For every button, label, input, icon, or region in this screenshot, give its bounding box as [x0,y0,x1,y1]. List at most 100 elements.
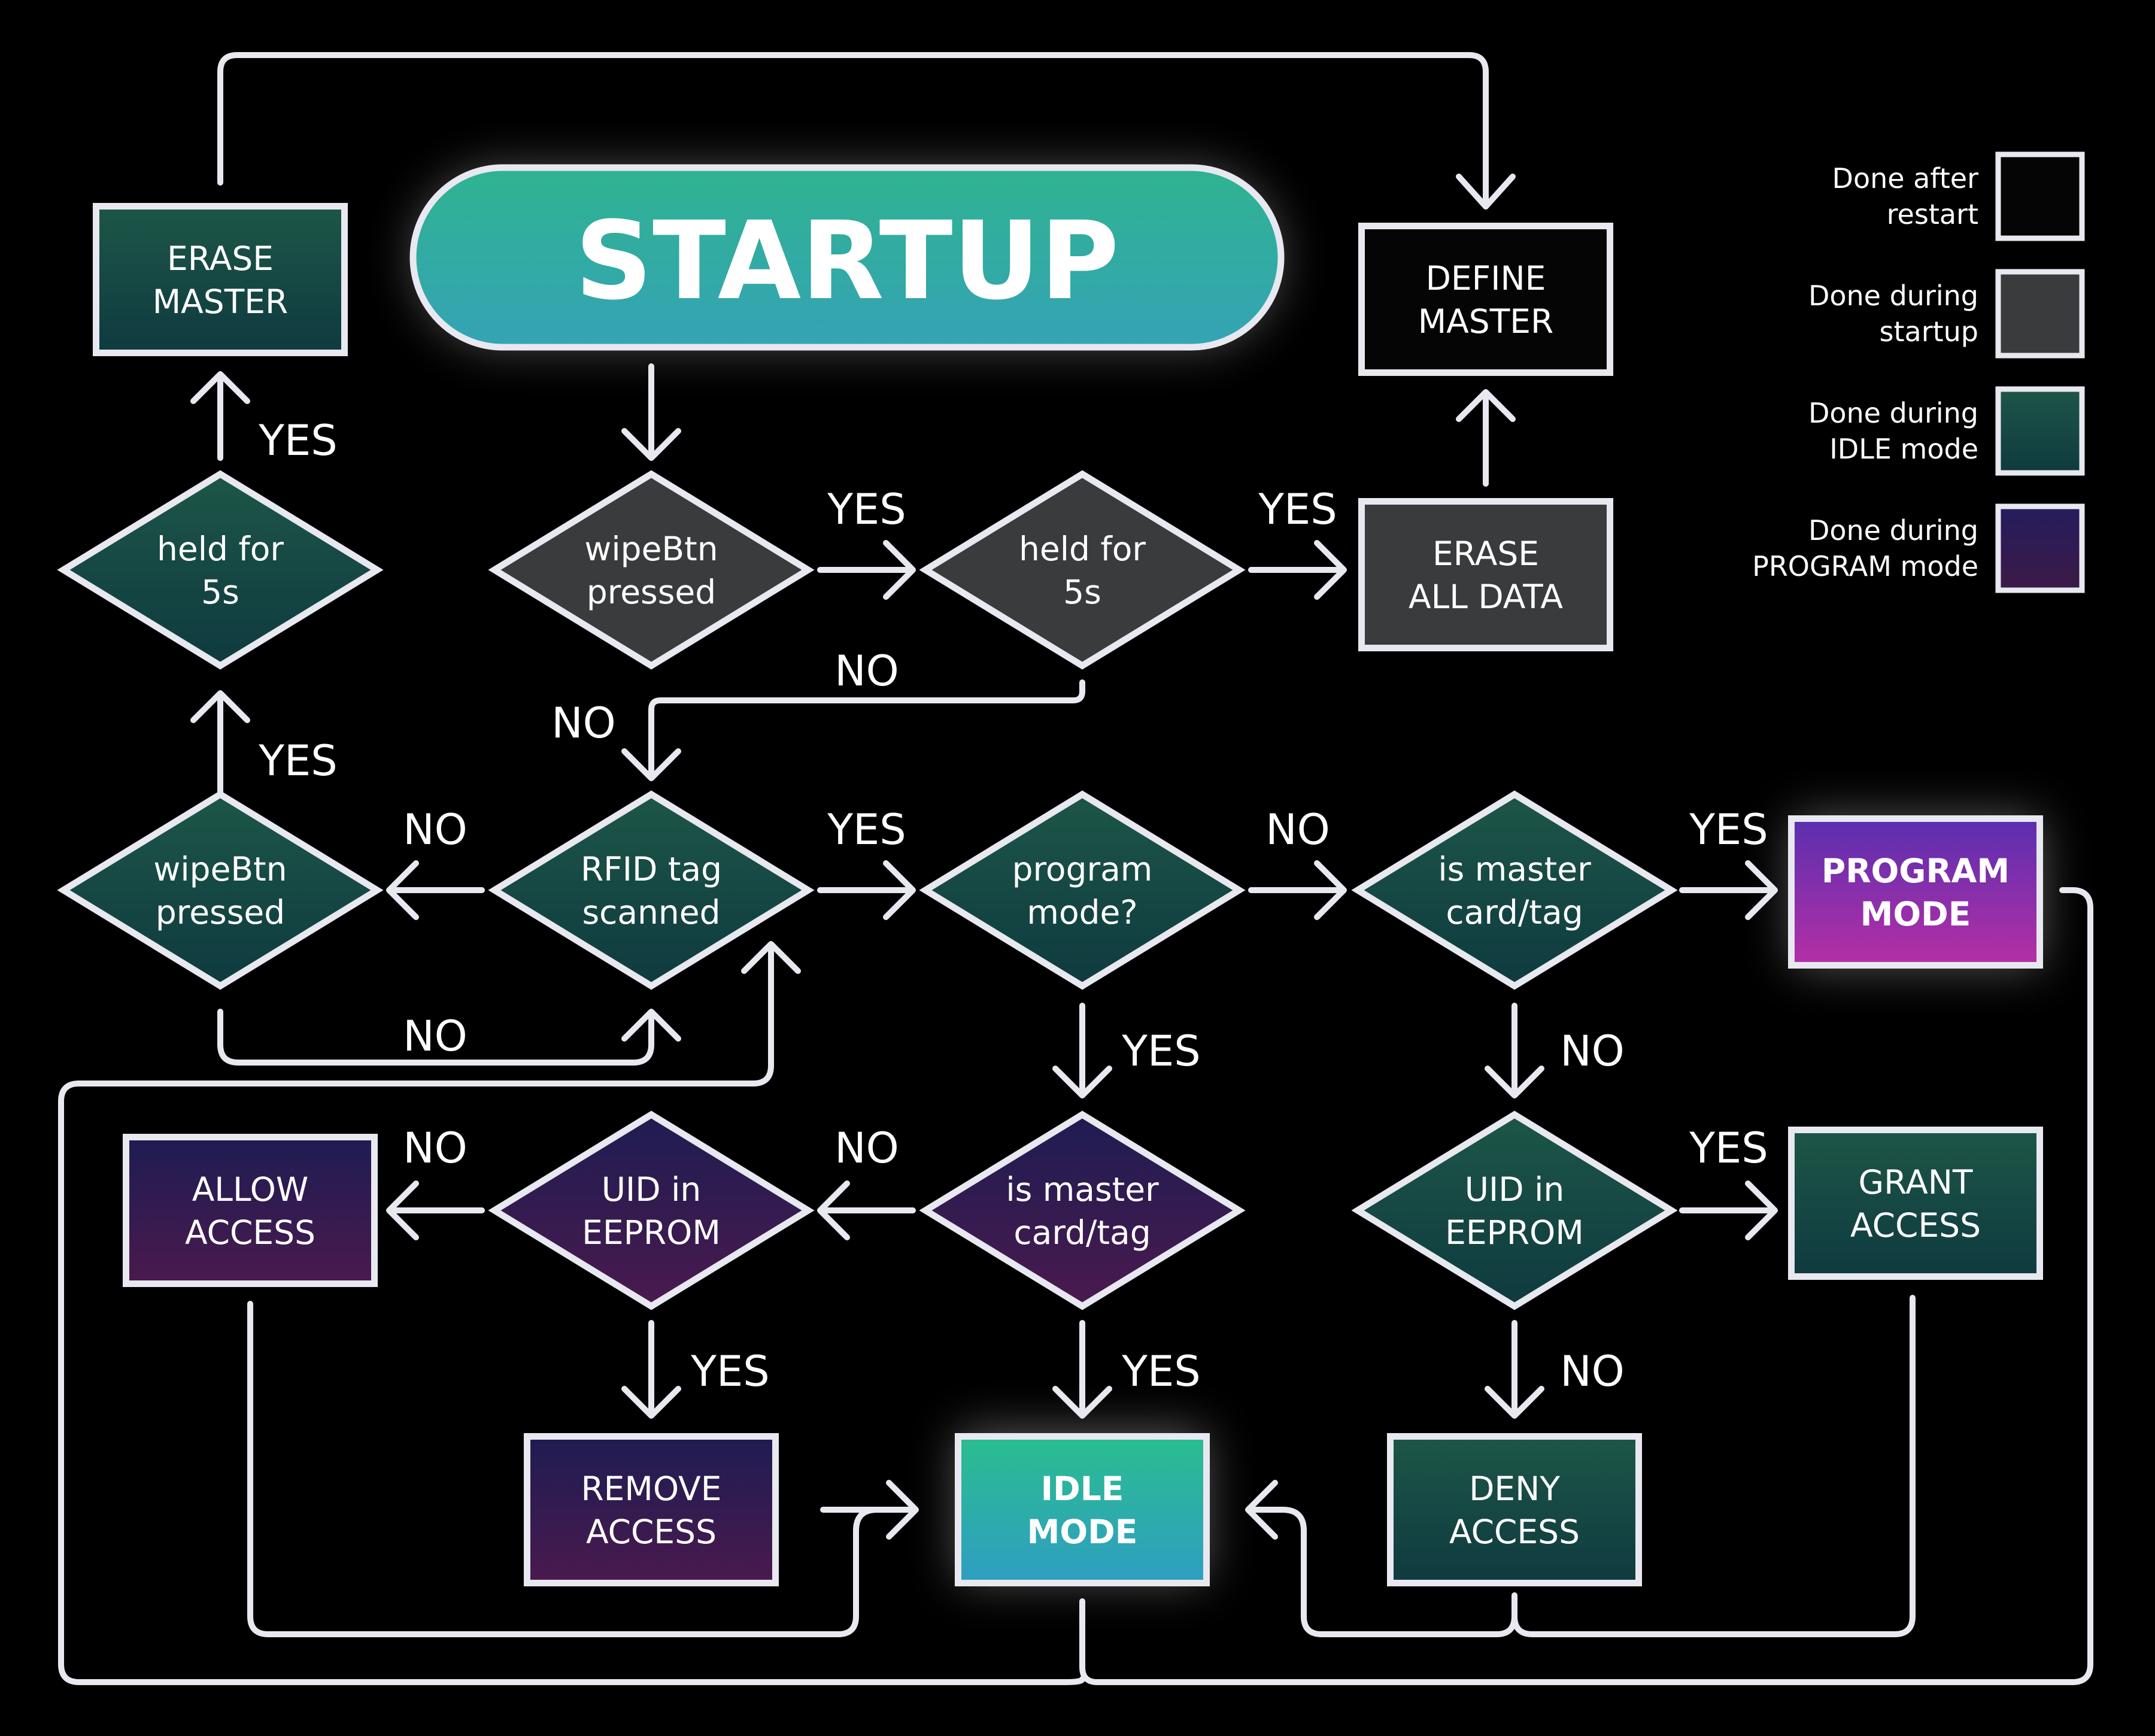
edge-label-yes-uid-prog: YES [690,1347,769,1396]
erase-all-label-line: ERASE [1432,535,1539,573]
wipe-left-diamond [57,790,384,990]
deny-label-line: ACCESS [1449,1513,1580,1551]
wipe-top-label-line: pressed [587,573,716,611]
master-q2-label-line: is master [1006,1170,1159,1209]
wipe-top-diamond [488,470,815,670]
edge-label-yes-uid-idle: YES [1689,1124,1768,1173]
erase-master-label-line: ERASE [167,239,274,278]
edge-label-yes-held-mid: YES [1258,485,1337,534]
define-master-box [1358,223,1613,376]
allow-label-line: ALLOW [192,1170,309,1209]
connector-deny-grant-to-idle-mode [1245,1295,1916,1637]
held-mid-diamond [919,470,1246,670]
connector-master-q2-to-uid-prog [817,1180,916,1240]
connectors [58,52,2093,1685]
master-q1-diamond [1351,790,1678,990]
connector-allow-to-idle-mode [247,1301,880,1637]
connector-rfid-to-program-q [817,860,916,920]
wipe-left-label-line: wipeBtn [153,850,287,888]
legend-label-line: IDLE mode [1829,433,1978,465]
connector-erase-all-to-define-master [1456,389,1516,487]
uid-prog-label-line: UID in [602,1170,701,1209]
define-master-label-line: MASTER [1418,302,1554,341]
define-master-label-line: DEFINE [1426,259,1546,298]
edge-label-yes-wipe-left: YES [258,736,337,785]
uid-idle-diamond [1351,1110,1678,1310]
master-q1-label-line: card/tag [1446,893,1583,931]
startup-title: STARTUP [575,199,1119,324]
program-q-label-line: program [1012,850,1153,888]
held-mid-label-line: 5s [1063,573,1101,611]
erase-all-box [1358,498,1613,651]
connector-program-q-to-master-q2 [1052,1003,1112,1098]
program-mode-box [1788,815,2043,969]
rfid-node: RFID tag scanned [488,790,815,990]
arrowhead-define-master [1456,174,1516,210]
held-left-label-line: 5s [201,573,239,611]
idle-mode-box [955,1433,1210,1586]
idle-mode-label-line: IDLE [1041,1470,1124,1508]
master-q2-diamond [919,1110,1246,1310]
deny-box [1387,1433,1642,1586]
edge-label-no-program-q: NO [1265,805,1330,854]
legend-label-line: Done after [1832,162,1979,195]
connector-uid-prog-to-allow [386,1180,485,1240]
legend-swatch-startup [1995,269,2085,359]
program-mode-label-line: MODE [1860,895,1971,933]
connector-uid-idle-to-grant [1679,1180,1778,1240]
legend-swatch-restart [1995,151,2085,241]
edge-label-yes-wipe-top: YES [827,485,906,534]
legend-swatch-program [1995,503,2085,593]
edge-label-no-master-q1: NO [1560,1027,1624,1076]
master-q1-label-line: is master [1438,850,1591,888]
connector-loop-return-to-rfid [58,941,1085,1685]
connector-held-left-to-erase-master [190,371,250,461]
remove-label-line: ACCESS [586,1513,717,1551]
connector-uid-prog-to-remove [621,1320,681,1419]
edge-label-no-rfid-left: NO [403,805,467,854]
master-q2-label-line: card/tag [1013,1213,1151,1252]
edge-label-no-wipe-top: NO [551,699,615,748]
legend-swatch-idle [1995,386,2085,476]
connector-uid-idle-to-deny [1485,1320,1544,1419]
rfid-diamond [488,790,815,990]
legend-label-line: Done during [1808,280,1978,312]
edge-label-yes-master-q1: YES [1689,805,1768,854]
edge-label-yes-rfid: YES [827,805,906,854]
connector-wipe-left-no-to-rfid [217,1009,681,1066]
wipe-left-node: wipeBtn pressed [57,790,384,990]
connector-held-mid-to-erase-all [1248,540,1347,600]
connector-program-q-to-master-q1 [1248,860,1347,920]
idle-mode-node: IDLE MODE [955,1433,1210,1586]
grant-label-line: GRANT [1859,1163,1973,1201]
legend-label-line: Done during [1808,397,1978,429]
idle-mode-label-line: MODE [1027,1513,1138,1551]
connector-wipe-top-to-held-mid [817,540,916,600]
rfid-label-line: scanned [582,893,720,931]
uid-prog-label-line: EEPROM [582,1213,721,1252]
connector-master-q1-to-program-mode [1679,860,1778,920]
program-q-diamond [919,790,1246,990]
edge-label-no-uid-idle: NO [1560,1347,1624,1396]
edge-label-yes-held-left: YES [258,416,337,465]
rfid-label-line: RFID tag [581,850,722,888]
legend-label-line: startup [1880,315,1979,348]
connector-startup-to-wipe-top [621,363,681,461]
erase-master-box [93,203,348,356]
program-mode-label-line: PROGRAM [1822,852,2010,890]
wipe-left-label-line: pressed [156,893,285,931]
edge-label-no-master-q2: NO [834,1124,899,1173]
legend-label-line: Done during [1808,514,1978,547]
uid-prog-diamond [488,1110,815,1310]
